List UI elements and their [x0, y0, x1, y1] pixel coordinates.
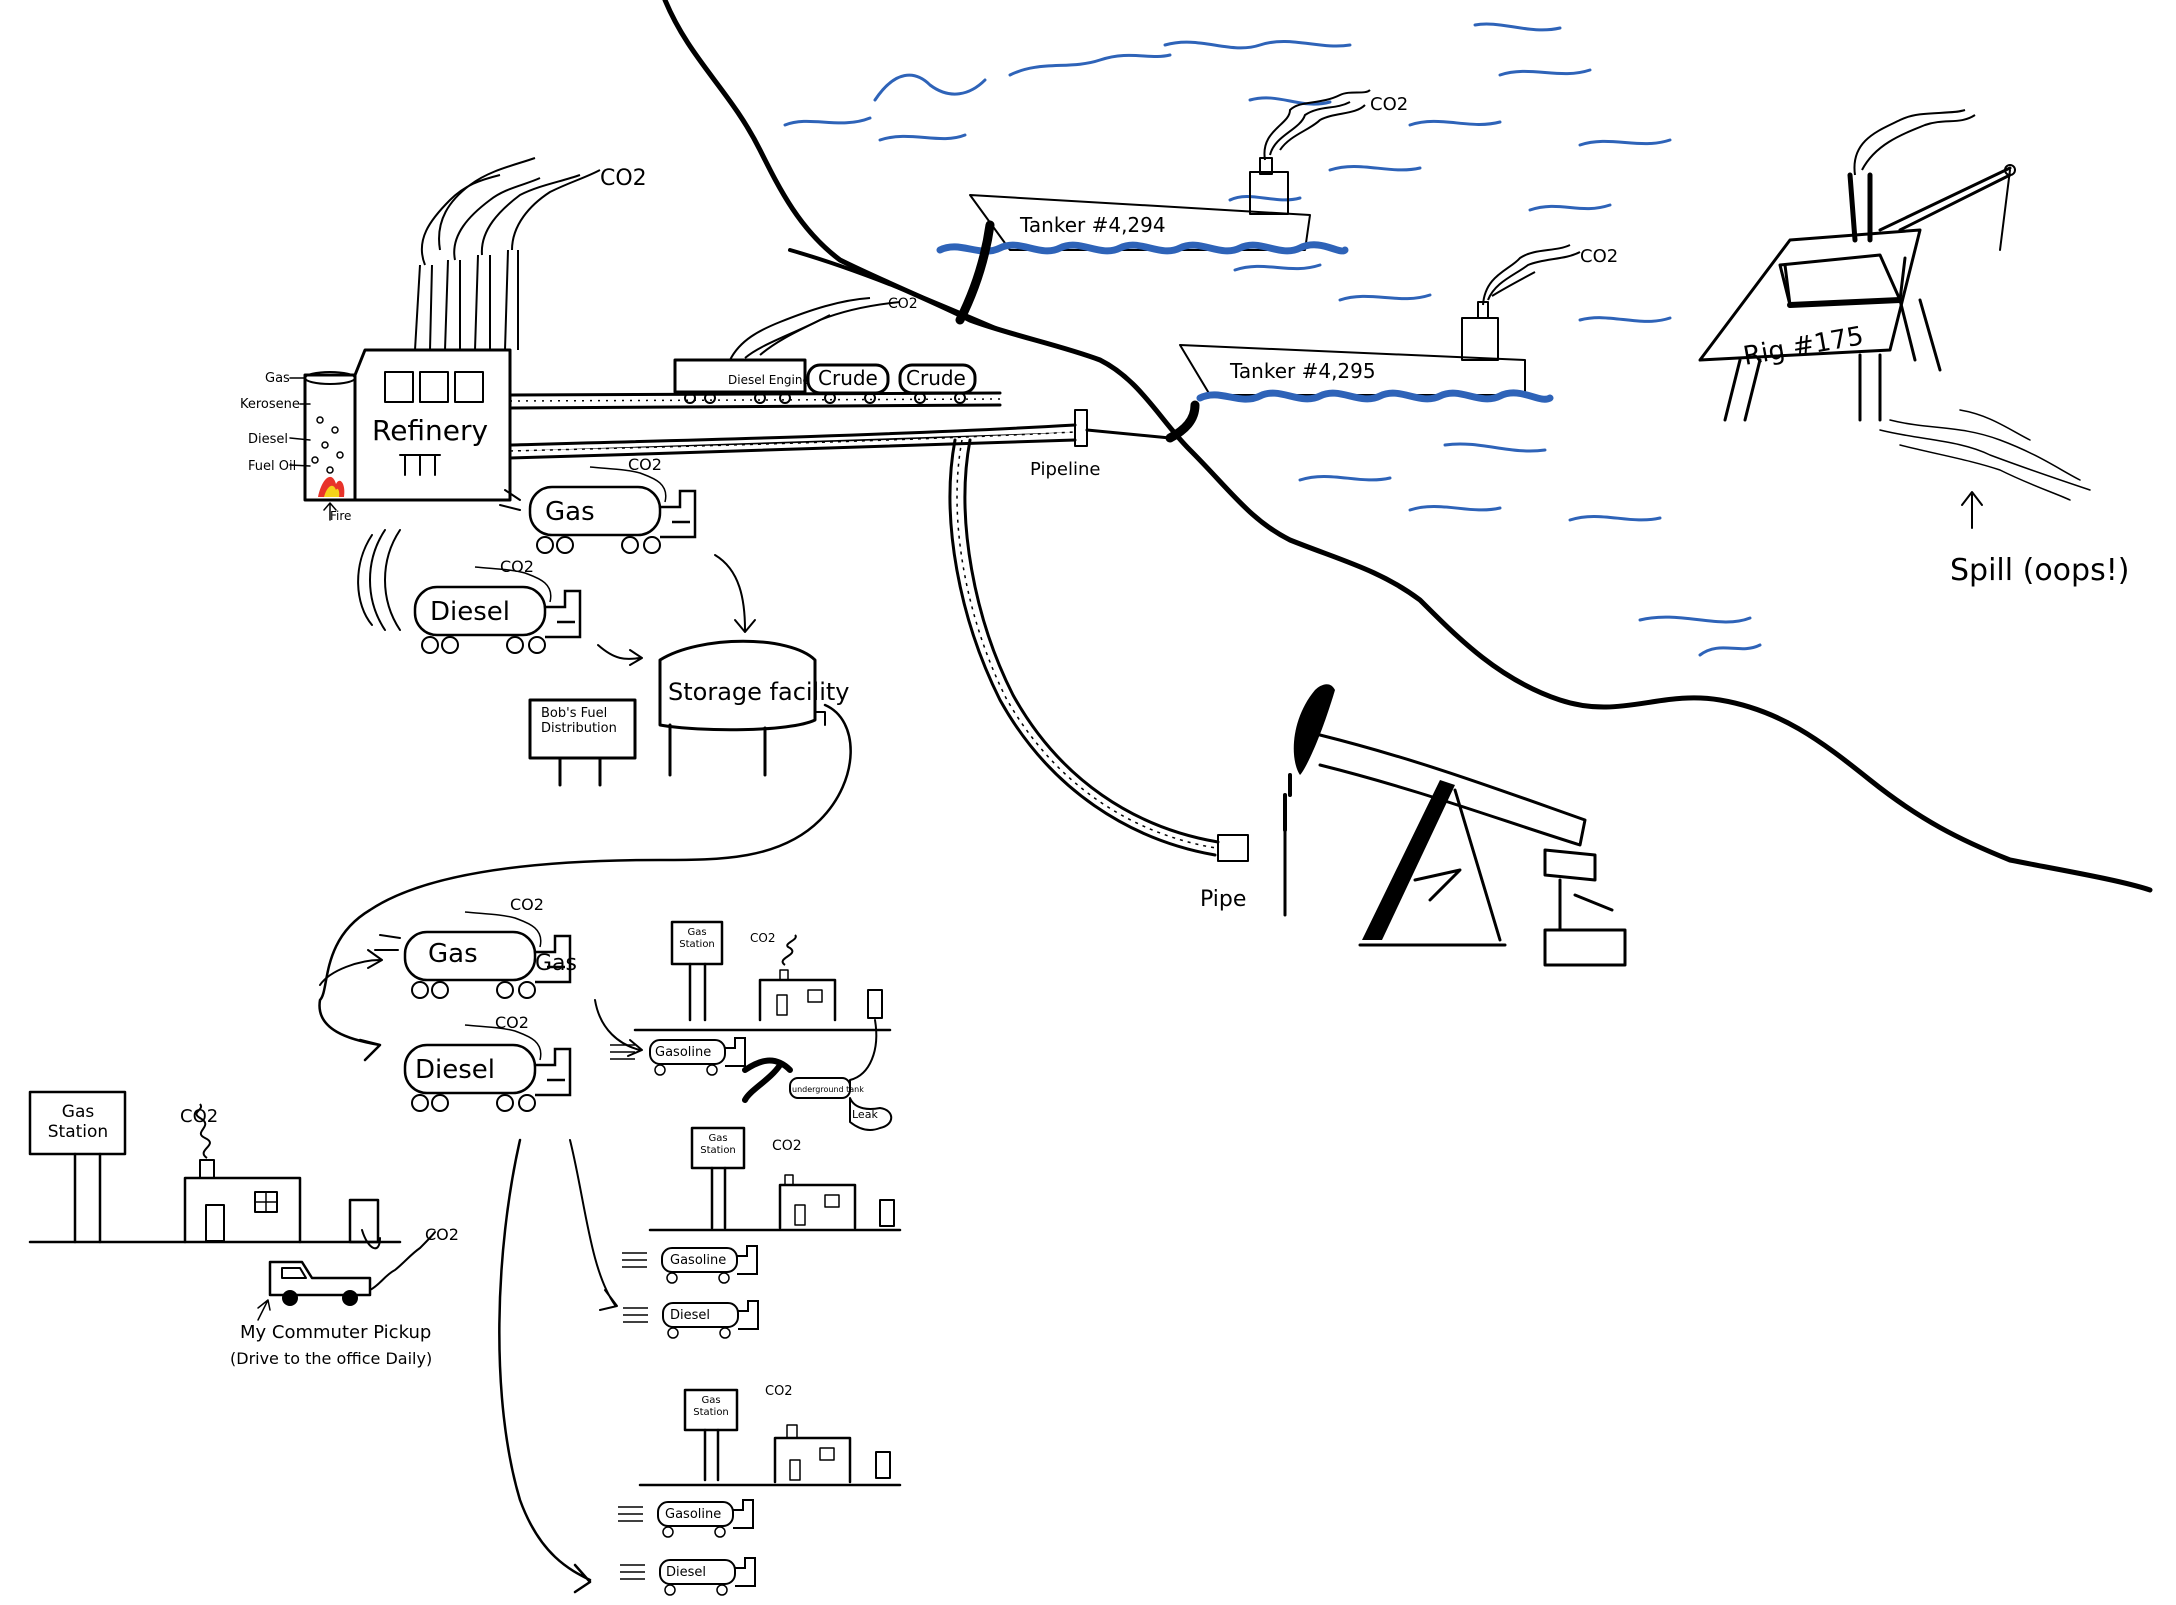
station-3-co2: CO2	[765, 1384, 793, 1399]
tanker-2: Tanker #4,295 CO2	[1165, 244, 1618, 443]
branch-route-2	[569, 1139, 618, 1311]
tanker-2-name: Tanker #4,295	[1229, 359, 1376, 383]
truck-diesel-mid-label: Diesel	[415, 1055, 495, 1085]
truck-gas-refinery-co2: CO2	[628, 455, 662, 474]
gas-station-3: Gas Station CO2 Gasoline Diesel	[617, 1384, 902, 1596]
commuter-label-line1: My Commuter Pickup	[240, 1322, 431, 1343]
fraction-diesel: Diesel	[248, 432, 288, 447]
tanker-1-co2: CO2	[1370, 94, 1408, 115]
train-car-2-label: Crude	[906, 366, 966, 390]
water-waves	[783, 22, 1762, 657]
spill-label: Spill (oops!)	[1950, 553, 2129, 588]
station-1-co2: CO2	[750, 931, 775, 945]
commuter-co2: CO2	[425, 1225, 459, 1244]
refinery: CO2 Refinery Gas Kerosene Diesel Fuel Oi…	[240, 157, 647, 523]
station-1-truck-label: Gasoline	[655, 1045, 711, 1060]
fraction-kerosene: Kerosene	[240, 397, 300, 412]
truck-gas-mid-side-label: Gas	[535, 951, 577, 976]
oil-spill: Spill (oops!)	[1879, 409, 2129, 588]
commuter-pickup-truck	[268, 1231, 436, 1306]
bobs-fuel-sign-text: Bob's Fuel Distribution	[541, 706, 617, 736]
train-co2: CO2	[888, 296, 918, 312]
coastline-land-edge	[788, 248, 1002, 332]
tanker-2-co2: CO2	[1580, 246, 1618, 267]
truck-gas-mid: Gas Gas CO2	[374, 895, 577, 1000]
train: CO2 Diesel Engine Crude Crude	[673, 296, 977, 404]
leak-label: Leak	[852, 1108, 878, 1121]
truck-diesel-mid-co2: CO2	[495, 1013, 529, 1032]
station-2-co2: CO2	[772, 1138, 802, 1154]
truck-diesel-refinery-co2: CO2	[500, 557, 534, 576]
storage-label: Storage facility	[668, 678, 850, 706]
distribution-route	[318, 703, 852, 1062]
truck-diesel-refinery: Diesel CO2	[357, 529, 582, 655]
underground-tank-label: underground tank	[792, 1085, 864, 1094]
commuter-station-sign-text: Gas Station	[47, 1102, 109, 1142]
station-2-truck-diesel: Diesel	[670, 1308, 710, 1323]
oil-rig: Rig #175	[1698, 109, 2016, 422]
commuter-station-co2: CO2	[180, 1106, 218, 1127]
station-2-sign-text: Gas Station	[700, 1133, 736, 1156]
rig-name: Rig #175	[1741, 321, 1866, 372]
coastline	[662, 0, 2153, 893]
refinery-label: Refinery	[372, 414, 488, 447]
station-3-truck-diesel: Diesel	[666, 1565, 706, 1580]
truck-diesel-mid: Diesel CO2	[403, 1013, 572, 1113]
pipeline: Pipeline Pipe	[508, 409, 1249, 912]
fire-label: Fire	[330, 509, 351, 523]
pipeline-label: Pipeline	[1030, 459, 1100, 480]
tanker-1-name: Tanker #4,294	[1019, 213, 1166, 237]
train-car-1-label: Crude	[818, 366, 878, 390]
station-2-truck-gasoline: Gasoline	[670, 1253, 726, 1268]
commuter-label-line2: (Drive to the office Daily)	[230, 1349, 432, 1368]
train-engine-label: Diesel Engine	[728, 373, 810, 387]
branch-route-1	[498, 1138, 592, 1594]
truck-diesel-refinery-label: Diesel	[430, 597, 510, 627]
commuter-gas-station: Gas Station CO2 CO2 My Commuter Pickup (…	[28, 1090, 459, 1368]
fraction-fuel-oil: Fuel Oil	[248, 459, 296, 474]
fraction-gas: Gas	[265, 371, 290, 386]
tanker-1: Tanker #4,294 CO2	[936, 89, 1408, 325]
storage-facility: Storage facility	[658, 639, 850, 777]
station-3-sign-text: Gas Station	[693, 1395, 729, 1418]
station-1-sign-text: Gas Station	[679, 927, 715, 950]
bobs-fuel-sign: Bob's Fuel Distribution	[528, 698, 637, 787]
gas-station-2: Gas Station CO2 Gasoline Diesel	[621, 1126, 902, 1339]
gas-station-1: Gas Station CO2 underground tank Leak Ga…	[609, 920, 893, 1131]
truck-gas-mid-label: Gas	[428, 939, 478, 969]
pipe-label: Pipe	[1200, 887, 1246, 912]
pumpjack	[1283, 684, 1627, 967]
truck-gas-refinery-label: Gas	[545, 497, 595, 527]
truck-gas-mid-co2: CO2	[510, 895, 544, 914]
truck-gas-refinery: Gas CO2	[499, 455, 697, 555]
refinery-co2: CO2	[600, 166, 647, 191]
station-3-truck-gasoline: Gasoline	[665, 1507, 721, 1522]
